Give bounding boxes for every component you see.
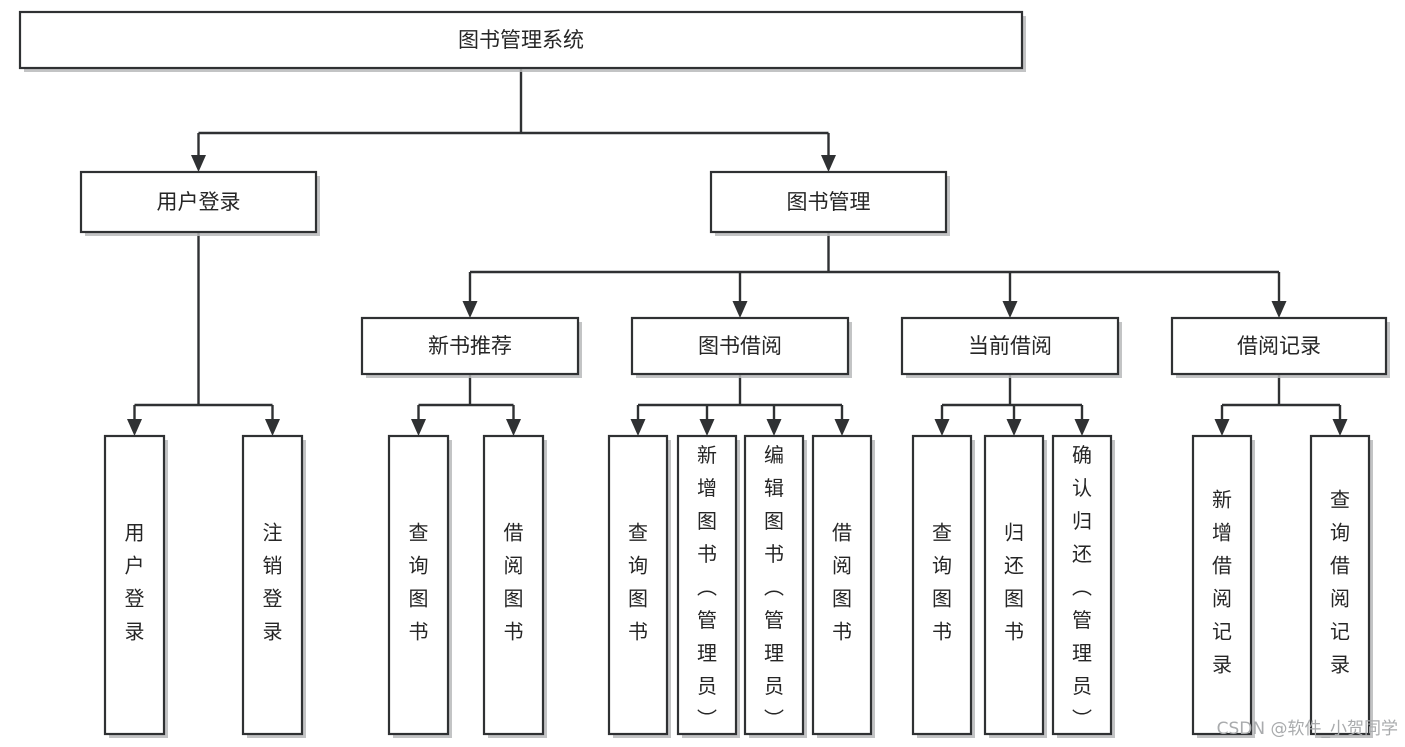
node-box[interactable] [482, 434, 545, 736]
node-user-login[interactable]: 用户登录 [79, 170, 320, 236]
node-book-management[interactable]: 图书管理 [709, 170, 950, 236]
arrow-head-icon [766, 419, 782, 436]
arrow-head-icon [1002, 301, 1018, 318]
arrow-head-icon [411, 419, 426, 436]
node-label: 确认归还︵管理员︶ [1072, 443, 1092, 731]
node-label: 用户登录 [157, 190, 241, 214]
node-label: 新书推荐 [428, 334, 512, 358]
node-layer: 图书管理系统用户登录用户登录注销登录图书管理新书推荐查询图书借阅图书图书借阅查询… [18, 10, 1390, 738]
connector-layer [127, 68, 1348, 436]
arrow-head-icon [506, 419, 521, 436]
node-label: 借阅记录 [1237, 334, 1321, 358]
node-bb-borrow-book[interactable]: 借阅图书 [811, 434, 875, 738]
node-label: 新增借阅记录 [1212, 488, 1232, 677]
node-nbr-borrow-book[interactable]: 借阅图书 [482, 434, 547, 738]
arrow-head-icon [1074, 419, 1090, 436]
node-box[interactable] [1170, 316, 1388, 376]
node-current-borrow[interactable]: 当前借阅 [900, 316, 1122, 378]
csdn-watermark: CSDN @软件_小贺同学 [1217, 719, 1398, 739]
node-box[interactable] [1051, 434, 1113, 736]
node-new-book-recommend[interactable]: 新书推荐 [360, 316, 582, 378]
node-box[interactable] [709, 170, 948, 234]
node-br-query-record[interactable]: 查询借阅记录 [1309, 434, 1373, 738]
arrow-head-icon [1214, 419, 1230, 436]
node-label: 查询图书 [628, 521, 648, 644]
node-label: 新增图书︵管理员︶ [697, 443, 717, 731]
arrow-head-icon [834, 419, 850, 436]
node-box[interactable] [630, 316, 850, 376]
node-label: 借阅图书 [832, 521, 852, 644]
node-borrow-record[interactable]: 借阅记录 [1170, 316, 1390, 378]
node-label: 归还图书 [1004, 521, 1024, 644]
arrow-head-icon [462, 301, 478, 318]
node-box[interactable] [607, 434, 669, 736]
node-box[interactable] [387, 434, 450, 736]
arrow-head-icon [934, 419, 950, 436]
node-label: 图书管理系统 [458, 28, 584, 52]
node-box[interactable] [900, 316, 1120, 376]
arrow-head-icon [265, 419, 280, 436]
node-bb-add-book[interactable]: 新增图书︵管理员︶ [676, 434, 740, 738]
node-box[interactable] [1309, 434, 1371, 736]
arrow-head-icon [1006, 419, 1022, 436]
node-box[interactable] [676, 434, 738, 736]
node-label: 图书借阅 [698, 334, 782, 358]
arrow-head-icon [732, 301, 748, 318]
node-box[interactable] [241, 434, 304, 736]
arrow-head-icon [127, 419, 142, 436]
node-br-add-record[interactable]: 新增借阅记录 [1191, 434, 1255, 738]
node-box[interactable] [1191, 434, 1253, 736]
arrow-head-icon [699, 419, 715, 436]
node-label: 查询借阅记录 [1330, 488, 1350, 677]
node-label: 注销登录 [263, 521, 283, 644]
arrow-head-icon [1332, 419, 1348, 436]
node-box[interactable] [811, 434, 873, 736]
node-label: 借阅图书 [504, 521, 524, 644]
node-book-borrow[interactable]: 图书借阅 [630, 316, 852, 378]
node-leaf-user-logout[interactable]: 注销登录 [241, 434, 306, 738]
node-box[interactable] [79, 170, 318, 234]
node-box[interactable] [743, 434, 805, 736]
node-root[interactable]: 图书管理系统 [18, 10, 1026, 72]
arrow-head-icon [191, 155, 206, 172]
node-nbr-query-book[interactable]: 查询图书 [387, 434, 452, 738]
node-box[interactable] [983, 434, 1045, 736]
node-bb-query-book[interactable]: 查询图书 [607, 434, 671, 738]
node-label: 查询图书 [932, 521, 952, 644]
node-cb-confirm-return[interactable]: 确认归还︵管理员︶ [1051, 434, 1115, 738]
node-cb-return-book[interactable]: 归还图书 [983, 434, 1047, 738]
arrow-head-icon [821, 155, 836, 172]
node-label: 用户登录 [125, 521, 145, 644]
node-label: 查询图书 [409, 521, 429, 644]
node-cb-query-book[interactable]: 查询图书 [911, 434, 975, 738]
arrow-head-icon [630, 419, 646, 436]
node-box[interactable] [911, 434, 973, 736]
node-bb-edit-book[interactable]: 编辑图书︵管理员︶ [743, 434, 807, 738]
node-label: 编辑图书︵管理员︶ [764, 443, 784, 731]
node-box[interactable] [360, 316, 580, 376]
arrow-head-icon [1271, 301, 1287, 318]
node-box[interactable] [18, 10, 1024, 70]
node-box[interactable] [103, 434, 166, 736]
node-label: 当前借阅 [968, 334, 1052, 358]
node-label: 图书管理 [787, 190, 871, 214]
node-leaf-user-login[interactable]: 用户登录 [103, 434, 168, 738]
